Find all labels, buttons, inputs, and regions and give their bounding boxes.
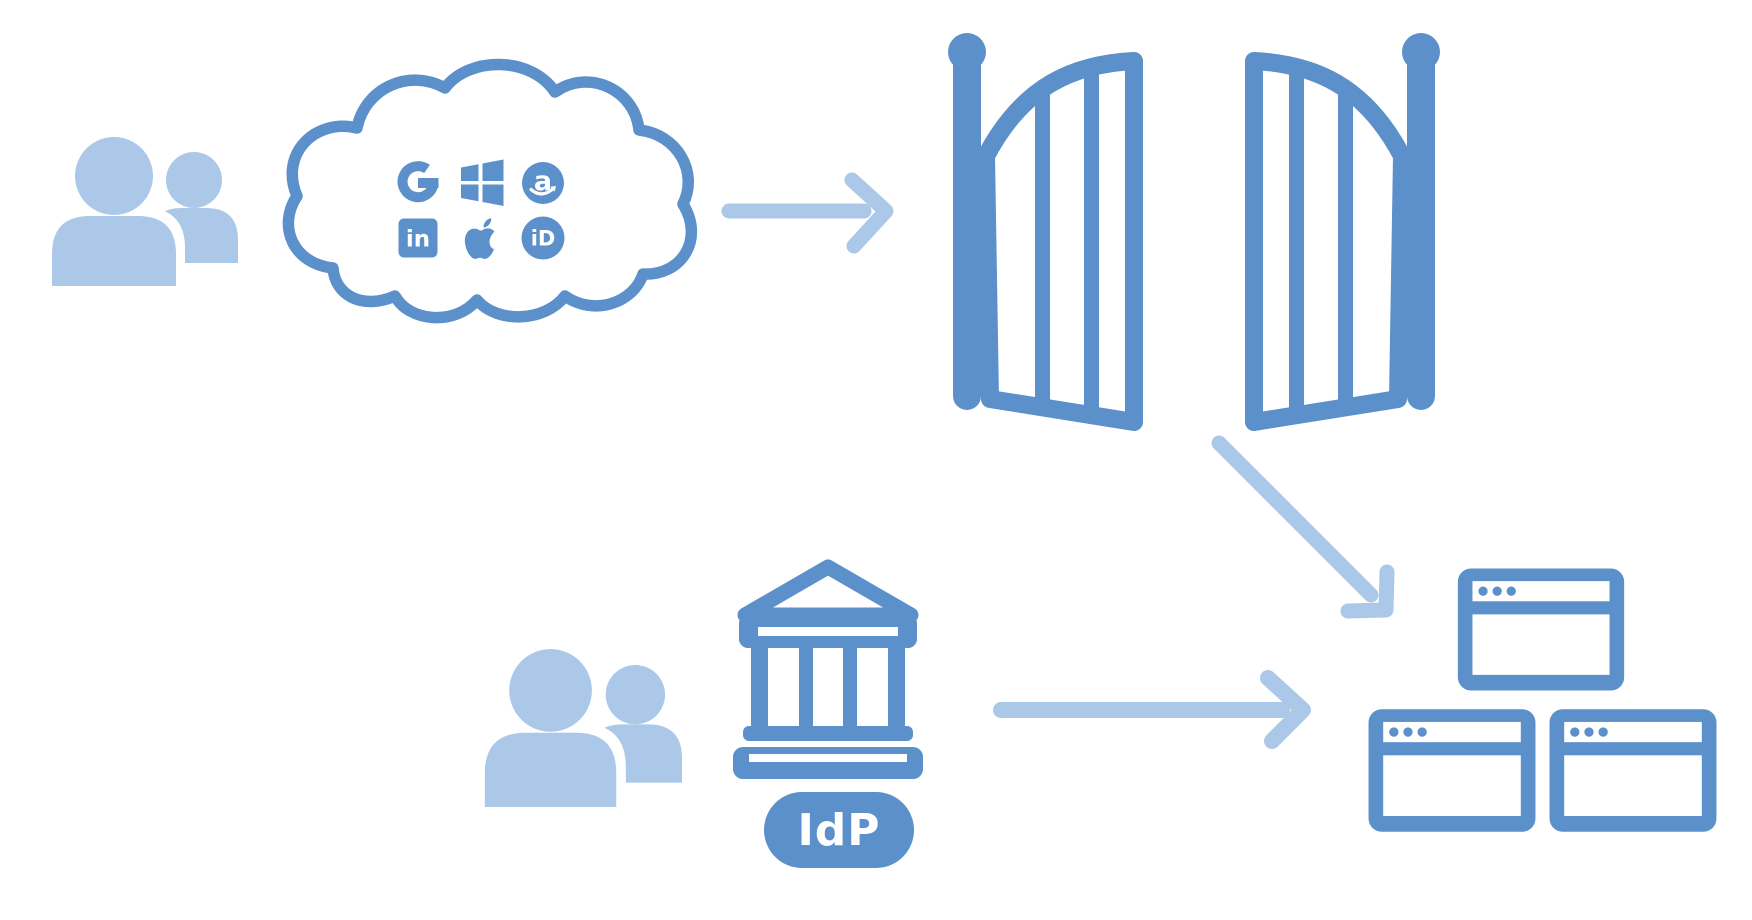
google-g-icon <box>397 161 439 203</box>
bank-icon <box>733 559 923 779</box>
bank-column <box>799 648 813 726</box>
open-gate-icon <box>938 24 1450 436</box>
bank-column <box>888 648 905 726</box>
svg-text:a: a <box>534 166 552 197</box>
idp-badge: IdP <box>764 792 914 868</box>
browser-window-icon <box>1366 706 1538 835</box>
arrow-down-right-icon <box>1211 435 1395 619</box>
svg-text:in: in <box>406 227 430 253</box>
gate-right-door <box>1254 33 1440 436</box>
arrow-right-icon <box>993 670 1311 749</box>
apple-icon <box>464 218 495 259</box>
linkedin-icon: in <box>398 218 438 258</box>
arrow-right-icon <box>721 172 894 254</box>
bank-pediment <box>737 559 919 623</box>
openid-icon: iD <box>521 216 565 260</box>
bank-column <box>843 648 857 726</box>
browser-window-icon <box>1547 706 1719 835</box>
svg-text:iD: iD <box>531 227 556 251</box>
amazon-icon: a <box>522 162 564 204</box>
bank-column <box>751 648 768 726</box>
users-icon <box>38 136 238 286</box>
browser-window-icon <box>1455 566 1627 693</box>
users-icon <box>470 648 682 807</box>
gate-left-door <box>948 33 1134 436</box>
microsoft-icon <box>461 159 504 206</box>
cloud-icon: a in iD <box>282 58 698 324</box>
idp-badge-label: IdP <box>797 804 881 856</box>
